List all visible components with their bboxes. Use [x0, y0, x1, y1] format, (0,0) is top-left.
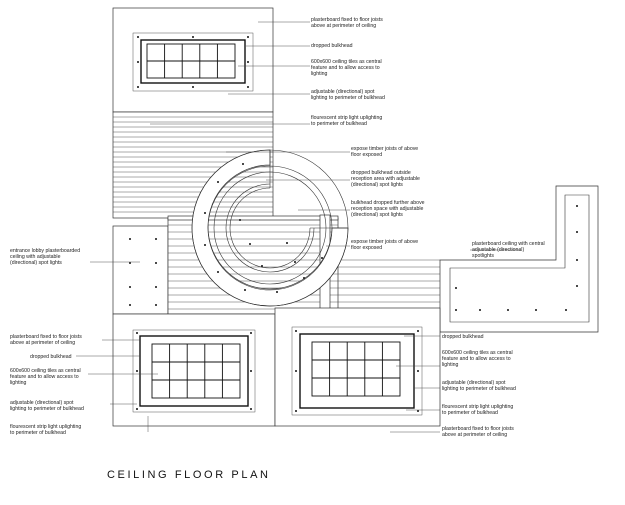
lobby-label-1: entrance lobby plasterboarded [10, 248, 80, 254]
bottom-left-ceiling-tiles [151, 343, 241, 399]
top-spotlights [137, 36, 249, 88]
br-plaster-label-2: above at perimeter of ceiling [442, 432, 507, 438]
further-label-1: bulkhead dropped further above [351, 200, 425, 206]
bl-tiles-label-2: feature and to allow access to [10, 374, 79, 380]
bl-strip-label-1: flourescent strip light uplighting [10, 424, 81, 430]
bl-tiles-label-1: 600x600 ceiling tiles as central [10, 368, 81, 374]
lshape-label-3: spotlights [472, 253, 494, 259]
br-spot-label-2: lighting to perimeter of bulkhead [442, 386, 516, 392]
joists-label-1b: floor exposed [351, 152, 382, 158]
reception-label-1: dropped bulkhead outside [351, 170, 411, 176]
bl-spot-label-1: adjustable (directional) spot [10, 400, 74, 406]
lobby-label-3: (directional) spot lights [10, 260, 62, 266]
lshape-label-1: plasterboard ceiling with central [472, 241, 545, 247]
reception-label-2: reception area with adjustable [351, 176, 420, 182]
bottom-right-room [274, 307, 441, 427]
bl-spot-label-2: lighting to perimeter of bulkhead [10, 406, 84, 412]
reception-label-3: (directional) spot lights [351, 182, 403, 188]
drawing-title: CEILING FLOOR PLAN [107, 469, 271, 481]
br-plaster-label-1: plasterboard fixed to floor joists [442, 426, 514, 432]
bl-plaster-label-1: plasterboard fixed to floor joists [10, 334, 82, 340]
br-bulkhead-label: dropped bulkhead [442, 334, 484, 340]
bl-bulkhead-label: dropped bulkhead [30, 354, 72, 360]
top-spot-label-1: adjustable (directional) spot [311, 89, 375, 95]
bottom-right-ceiling-tiles [311, 341, 401, 397]
br-tiles-label-3: lighting [442, 362, 459, 368]
top-strip-label-2: to perimeter of bulkhead [311, 121, 367, 127]
further-label-3: (directional) spot lights [351, 212, 403, 218]
top-bulkhead-room [112, 7, 274, 113]
bl-tiles-label-3: lighting [10, 380, 27, 386]
top-plaster-label-1: plasterboard fixed to floor joists [311, 17, 383, 23]
reception-circular-bulkhead [191, 149, 349, 307]
annotations: plasterboard fixed to floor joists above… [10, 17, 545, 438]
top-tiles-label-1: 600x600 ceiling tiles as central [311, 59, 382, 65]
top-spot-label-2: lighting to perimeter of bulkhead [311, 95, 385, 101]
reception-spotlights [204, 163, 323, 293]
top-ceiling-tiles [146, 43, 236, 79]
top-bulkhead-label: dropped bulkhead [311, 43, 353, 49]
top-tiles-label-3: lighting [311, 71, 328, 77]
top-strip-label-1: flourescent strip light uplighting [311, 115, 382, 121]
br-tiles-label-1: 600x600 ceiling tiles as central [442, 350, 513, 356]
bottom-left-room [112, 313, 276, 427]
bl-plaster-label-2: above at perimeter of ceiling [10, 340, 75, 346]
bl-strip-label-2: to perimeter of bulkhead [10, 430, 66, 436]
br-spot-label-1: adjustable (directional) spot [442, 380, 506, 386]
br-strip-label-1: flourescent strip light uplighting [442, 404, 513, 410]
lshape-label-2: adjustable (directional) [472, 247, 524, 253]
lobby-label-2: ceiling with adjustable [10, 254, 61, 260]
br-strip-label-2: to perimeter of bulkhead [442, 410, 498, 416]
entrance-lobby [112, 225, 169, 315]
further-label-2: reception space with adjustable [351, 206, 423, 212]
top-tiles-label-2: feature and to allow access to [311, 65, 380, 71]
leader-lines [76, 21, 520, 433]
joists-label-2b: floor exposed [351, 245, 382, 251]
top-plaster-label-2: above at perimeter of ceiling [311, 23, 376, 29]
l-shape-plasterboard-ceiling [439, 185, 599, 333]
br-tiles-label-2: feature and to allow access to [442, 356, 511, 362]
joists-label-2a: expose timber joists of above [351, 239, 418, 245]
joists-label-1a: expose timber joists of above [351, 146, 418, 152]
